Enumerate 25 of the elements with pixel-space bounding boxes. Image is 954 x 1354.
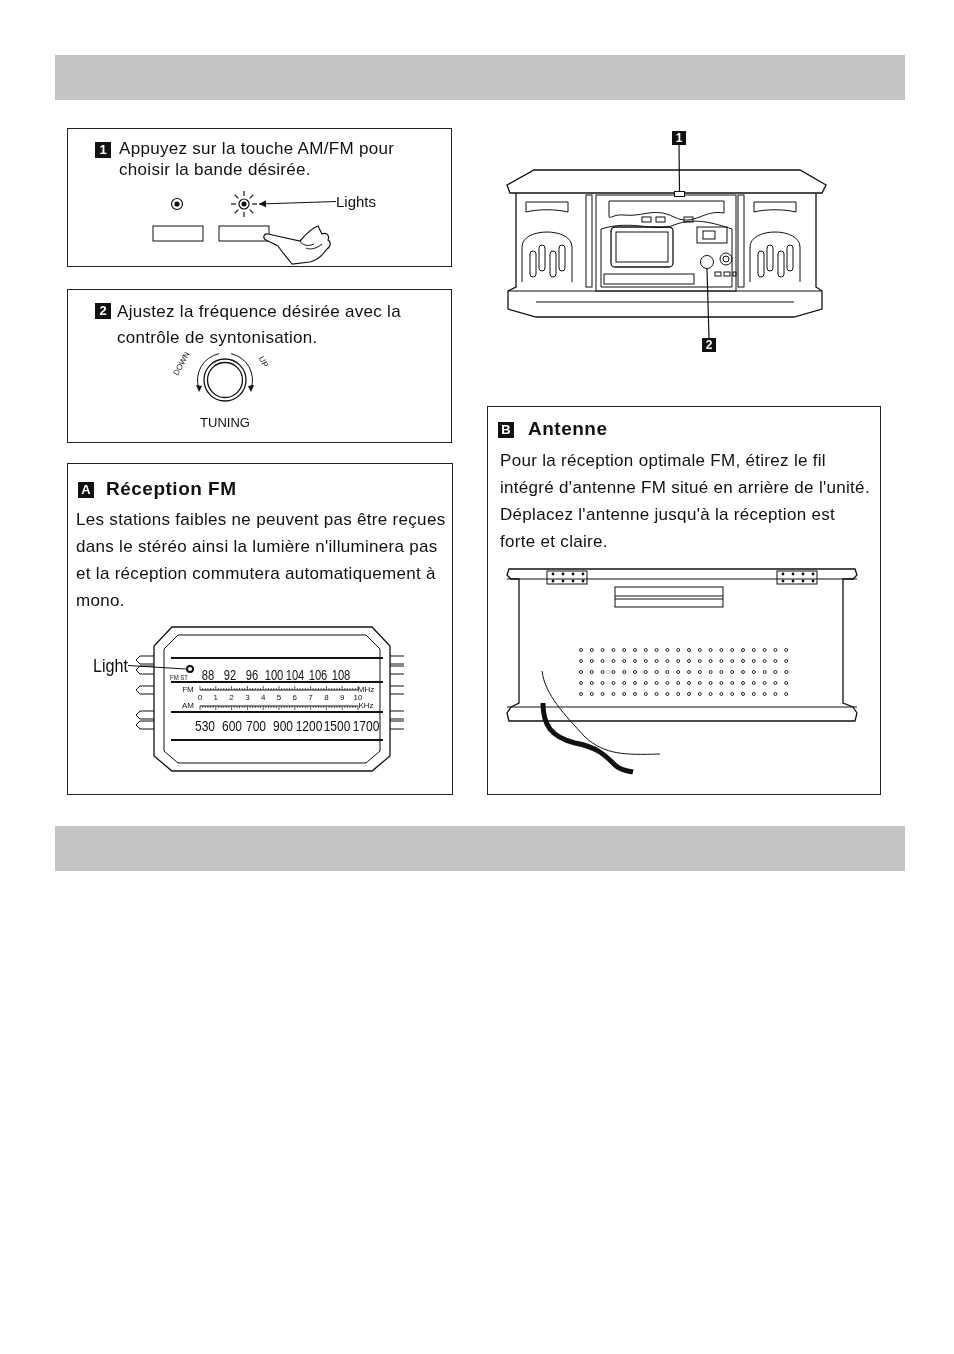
instruction-text: Pour la réception optimale FM, étirez le fil intégré d'antenne FM situé en arrière de l'unité. Déplacez l'antenne jusqu'à la réception est forte et claire. [500, 450, 870, 553]
callout-label: Light [93, 656, 128, 675]
callout-number: 2 [702, 338, 716, 352]
instruction-text: Ajustez la fréquence désirée avec la contrôle de syntonisation. [117, 301, 402, 349]
step-marker: A [78, 482, 94, 498]
instruction-panel [487, 406, 881, 795]
callout-label: Lights [336, 194, 377, 209]
step-marker: B [498, 422, 514, 438]
step-marker: 2 [95, 303, 111, 319]
callout-number: 1 [672, 131, 686, 145]
step-marker: 1 [95, 142, 111, 158]
instruction-text: Les stations faibles ne peuvent pas être reçues dans le stéréo ainsi la lumière n'illuminera pas et la réception commutera automatiquement à mono. [76, 509, 446, 612]
instruction-text: Appuyez sur la touche AM/FM pour choisir la bande désirée. [119, 138, 396, 180]
instruction-panel [67, 289, 452, 443]
direction-label: UP [256, 355, 270, 369]
leader-line [706, 268, 710, 339]
knob-label: TUNING [200, 416, 250, 429]
band-button [674, 191, 685, 197]
instruction-panel [67, 128, 452, 267]
arrow [258, 200, 337, 208]
section-heading: Antenne [528, 418, 608, 440]
leader-line [678, 144, 681, 192]
tuning-knob [700, 255, 714, 269]
section-heading: Réception FM [106, 478, 237, 500]
lit-indicator-icon [229, 189, 259, 219]
